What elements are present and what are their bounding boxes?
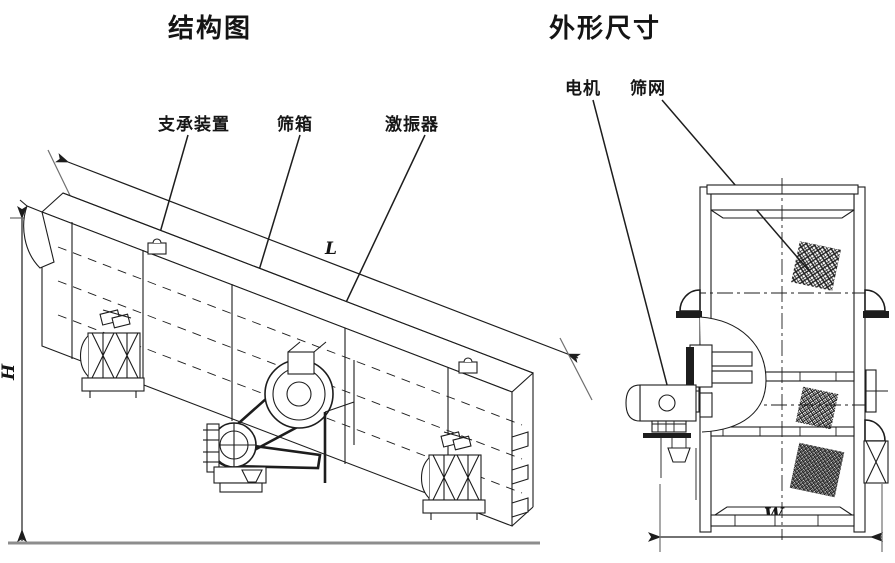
coil-springs bbox=[432, 454, 480, 501]
exciter-pulley bbox=[264, 359, 334, 429]
lifting-lug-right bbox=[458, 357, 478, 374]
coil-springs bbox=[91, 332, 139, 379]
motor-base bbox=[203, 423, 267, 493]
buffer-arc bbox=[420, 457, 430, 499]
callout-exciter: 激振器 bbox=[385, 115, 439, 135]
spring-support-lower-right bbox=[420, 431, 486, 520]
lifting-lug-left bbox=[147, 238, 167, 255]
callout-screen-mesh: 筛网 bbox=[630, 79, 666, 99]
middle-deck-mesh bbox=[795, 386, 839, 430]
motor-assembly bbox=[625, 316, 767, 500]
side-bracket-left-upper bbox=[676, 289, 702, 318]
feed-chute-edge bbox=[19, 199, 28, 207]
callout-support-device: 支承装置 bbox=[158, 115, 230, 135]
frame-bottom-member bbox=[710, 514, 855, 527]
deck-divider-lower bbox=[710, 426, 855, 437]
screen-box-right-end-face bbox=[511, 506, 534, 527]
side-bracket-right-upper bbox=[863, 289, 889, 318]
support-base-plate bbox=[81, 377, 145, 392]
spring-housing bbox=[428, 454, 482, 501]
frame-top-cover bbox=[710, 193, 855, 211]
right-view-title: 外形尺寸 bbox=[549, 14, 662, 44]
side-bracket-right-lower bbox=[863, 419, 889, 484]
upper-deck-mesh bbox=[791, 241, 841, 291]
buffer-arc bbox=[79, 335, 89, 377]
dimension-W bbox=[648, 484, 884, 552]
left-view-title: 结构图 bbox=[168, 14, 253, 44]
frame-right-upright bbox=[853, 186, 866, 533]
frame-top-member bbox=[706, 184, 859, 195]
motor-body bbox=[625, 384, 697, 463]
sheave-body bbox=[711, 351, 753, 367]
feed-chute bbox=[23, 205, 55, 269]
screen-box-far-top-edge bbox=[62, 192, 534, 374]
leader-motor bbox=[592, 99, 673, 405]
lower-deck-mesh bbox=[789, 442, 845, 498]
exciter-assembly bbox=[203, 341, 355, 493]
sheave-body-2 bbox=[711, 370, 753, 384]
support-base-plate bbox=[422, 499, 486, 514]
spring-support-upper-left bbox=[79, 309, 145, 398]
callout-motor: 电机 bbox=[565, 79, 601, 99]
exciter-mount bbox=[287, 351, 315, 375]
discharge-lips bbox=[511, 431, 529, 518]
callout-screen-box: 筛箱 bbox=[277, 115, 313, 135]
motor-foot bbox=[667, 447, 691, 463]
